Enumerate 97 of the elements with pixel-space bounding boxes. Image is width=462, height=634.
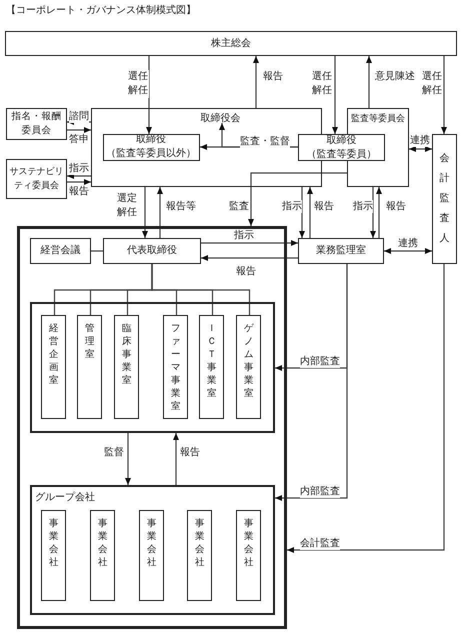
arrow	[275, 264, 348, 501]
arrow	[248, 172, 347, 226]
edge-label: 連携	[410, 134, 430, 147]
org-name: ＩＣＴ事業室	[207, 322, 217, 400]
org-box	[298, 238, 384, 264]
org-name: 経営企画室	[49, 322, 59, 388]
edge-label: 指示	[234, 229, 254, 242]
edge-label: 報告	[314, 200, 334, 213]
org-name: 管理室	[85, 322, 95, 362]
org-name: ゲノム事業室	[244, 322, 254, 400]
arrow	[441, 56, 447, 134]
org-name: 事業会社	[195, 517, 205, 570]
edge-label: 答申	[69, 133, 89, 146]
edge-label: 監督	[104, 446, 124, 459]
department-box	[114, 315, 140, 420]
department-box	[163, 315, 188, 420]
arrow	[157, 187, 163, 238]
org-box	[30, 238, 91, 264]
edge-label: 内部監査	[300, 485, 340, 498]
edge-label: 報告	[180, 446, 200, 459]
frame-heading: グループ会社	[34, 490, 95, 504]
arrow	[173, 433, 179, 485]
connector-line	[151, 264, 250, 316]
arrow	[370, 187, 376, 238]
edge-label: 報告等	[166, 200, 196, 213]
org-name: 取締役	[326, 134, 356, 148]
arrow	[201, 240, 298, 246]
department-box	[41, 315, 66, 420]
connector-line	[91, 250, 103, 252]
department-box	[90, 510, 116, 602]
org-name: 事業会社	[49, 517, 59, 570]
department-box	[139, 510, 164, 602]
edge-label: 諮問	[69, 110, 89, 123]
org-box	[102, 238, 201, 264]
frame-heading: 監査等委員会	[351, 112, 405, 125]
arrow	[67, 173, 91, 179]
arrow	[409, 146, 432, 152]
arrow	[201, 255, 298, 261]
org-name: 事業会社	[98, 517, 108, 570]
org-name: 指名・報酬委員会	[10, 110, 62, 138]
arrow	[67, 179, 91, 185]
org-name: 事業会社	[147, 517, 157, 570]
department-box	[199, 315, 224, 420]
arrow	[287, 264, 445, 553]
org-box	[6, 159, 67, 199]
edge-label: 監査・監督	[240, 135, 290, 148]
arrow	[125, 433, 131, 485]
edge-label: 選任解任	[128, 70, 149, 98]
group-frame	[17, 226, 287, 629]
arrow	[366, 56, 372, 108]
frame-heading: 取締役会	[200, 112, 241, 125]
org-name: 代表取締役	[126, 244, 177, 258]
department-box	[77, 315, 102, 420]
group-frame	[30, 302, 275, 433]
org-box	[6, 108, 67, 140]
edge-label: 報告	[69, 185, 89, 198]
edge-label: 報告	[236, 265, 256, 278]
department-box	[236, 315, 262, 420]
department-box	[187, 510, 212, 602]
org-name: 経営会議	[40, 244, 80, 258]
arrow	[307, 187, 313, 238]
arrow	[332, 56, 338, 134]
edge-label: 指示	[282, 200, 302, 213]
arrow	[384, 248, 432, 254]
edge-label: 指示	[353, 200, 373, 213]
edge-label: 意見陳述	[375, 70, 415, 83]
org-name: （監査等委員以外）	[106, 147, 196, 162]
arrow	[253, 56, 259, 108]
org-box	[298, 134, 385, 161]
arrow	[299, 187, 305, 238]
department-box	[41, 510, 66, 602]
org-box	[432, 134, 457, 264]
edge-label: 報告	[386, 200, 406, 213]
arrow	[376, 187, 382, 238]
diagram-title: 【コーポレート・ガバナンス体制模式図】	[6, 4, 196, 17]
arrow	[146, 56, 152, 134]
org-name: 臨床事業室	[122, 322, 132, 388]
org-name: 業務監理室	[316, 244, 366, 258]
org-box	[102, 134, 200, 161]
org-name: 株主総会	[211, 36, 251, 50]
arrow	[67, 119, 91, 125]
org-name: サステナビリティ委員会	[8, 166, 64, 193]
org-name: 事業会社	[244, 517, 254, 570]
department-box	[236, 510, 262, 602]
org-box	[5, 31, 457, 56]
edge-label: 監査	[229, 200, 249, 213]
edge-label: 内部監査	[300, 355, 340, 368]
edge-label: 連携	[398, 237, 418, 250]
org-name: 会計監査人	[440, 152, 450, 246]
group-frame	[30, 484, 275, 615]
edge-label: 指示	[69, 162, 89, 175]
edge-label: 会計監査	[300, 537, 340, 550]
edge-label: 報告	[263, 70, 283, 83]
org-name: （監査等委員）	[306, 148, 376, 162]
arrow	[142, 187, 148, 238]
arrow	[67, 127, 91, 133]
org-name: ファーマ事業室	[171, 322, 181, 414]
